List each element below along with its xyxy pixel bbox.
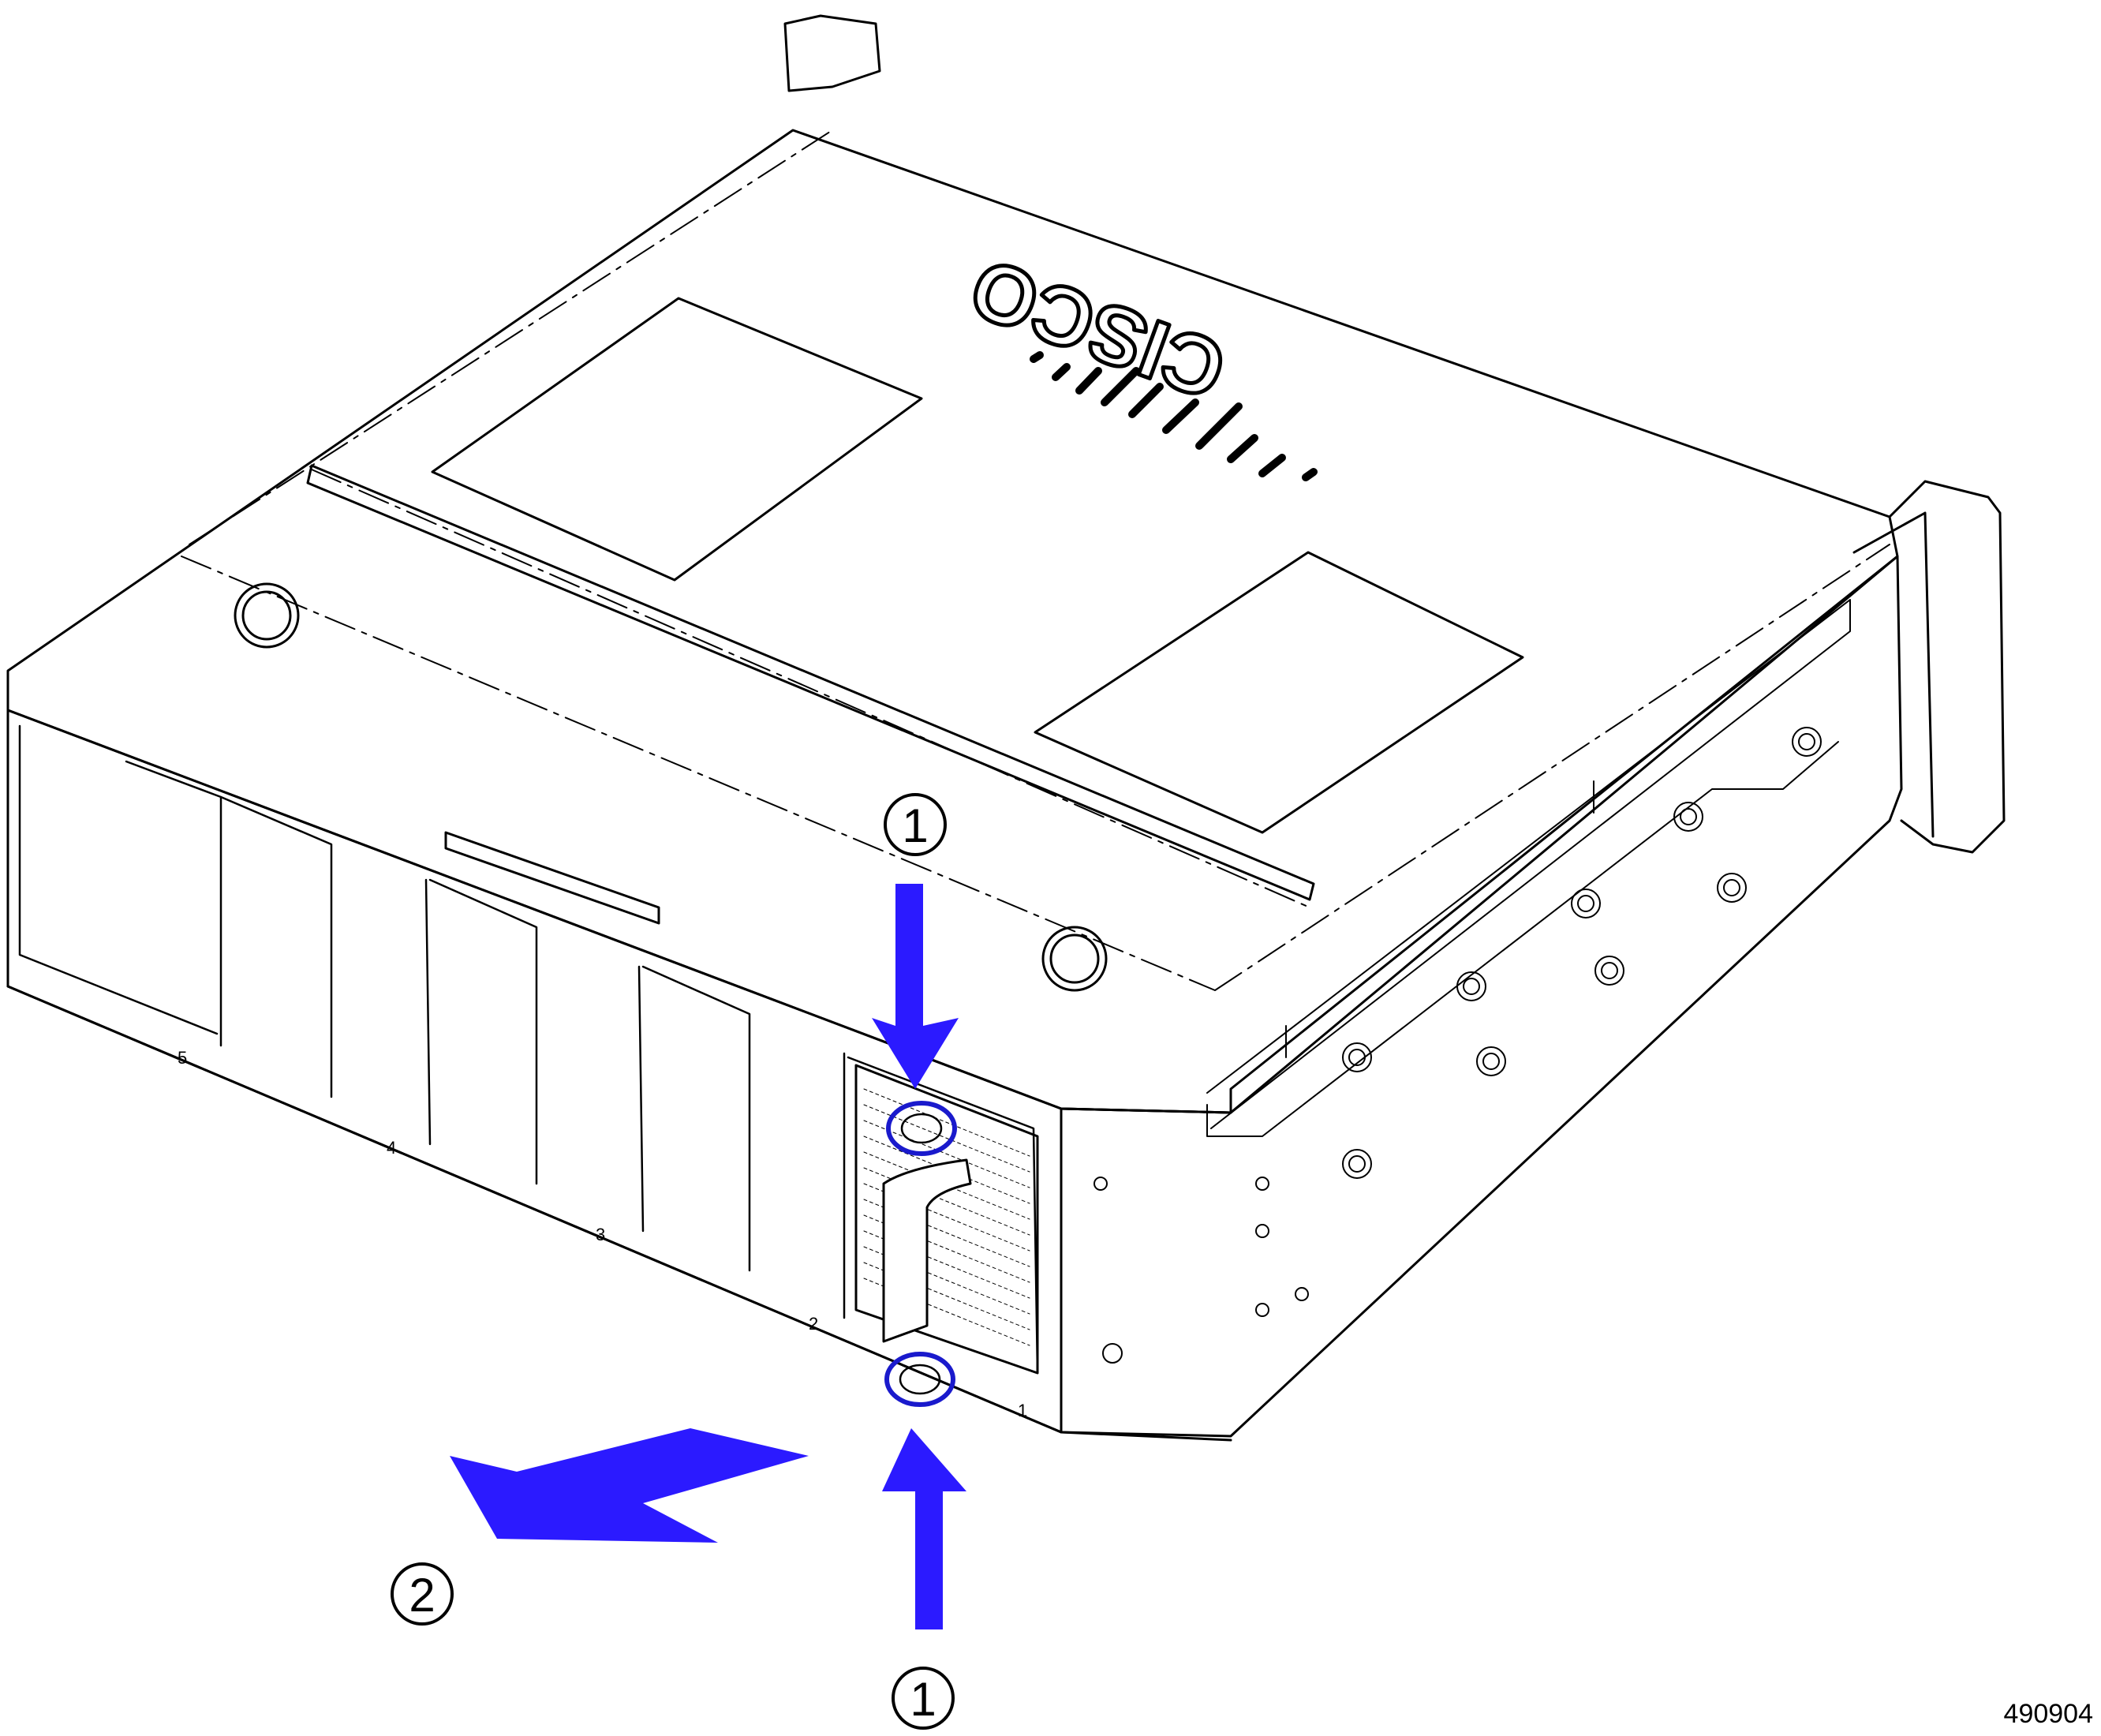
latch-highlight-rings (884, 1101, 957, 1407)
callout-1-bottom-label: 1 (910, 1673, 936, 1726)
action-arrows (450, 884, 966, 1629)
callout-2-label: 2 (409, 1569, 435, 1622)
side-holes (1093, 727, 1822, 1364)
drive-bays (18, 724, 1039, 1375)
latch-ring-top (886, 1101, 957, 1156)
bay-number-2: 2 (809, 1314, 818, 1334)
top-seam-lines (181, 129, 1890, 991)
vent-badge-right (1041, 926, 1108, 992)
bay-number-5: 5 (178, 1048, 187, 1068)
rack-ear-right (1888, 480, 2006, 854)
top-slot (306, 464, 1315, 901)
bay-number-1: 1 (1018, 1401, 1027, 1420)
side-rail (1206, 599, 1851, 1129)
arrow-pull-out (450, 1428, 809, 1543)
chassis-top-front-edge (6, 709, 1232, 1114)
callout-1-top-label: 1 (902, 799, 928, 852)
callout-1-top: 1 (884, 793, 947, 856)
figure-id: 490904 (2003, 1699, 2093, 1729)
top-label-panel-left (431, 297, 923, 582)
chassis-side-face (1060, 555, 1903, 1438)
chassis-bottom-edge (6, 985, 1232, 1442)
top-label-panel-right (1034, 551, 1524, 834)
callout-2: 2 (391, 1562, 454, 1626)
vent-badge-left (234, 582, 300, 649)
arrow-press-up (882, 1428, 966, 1629)
callout-1-bottom: 1 (892, 1667, 955, 1730)
chassis-top-cover (6, 129, 1899, 1114)
cisco-bridge-logo (1030, 351, 1318, 481)
psu-handle (882, 1158, 972, 1343)
bay-number-3: 3 (596, 1225, 605, 1244)
front-label-plate (444, 831, 660, 925)
bay-number-4: 4 (387, 1138, 396, 1158)
latch-ring-bottom (884, 1352, 955, 1407)
bay-number-labels: 5 4 3 2 1 (178, 1048, 1027, 1420)
cisco-logo-text: CISCO (959, 241, 1237, 417)
arrow-press-down (872, 884, 959, 1089)
psu-grille-module (854, 1064, 1039, 1375)
rack-ear-top (783, 14, 881, 92)
